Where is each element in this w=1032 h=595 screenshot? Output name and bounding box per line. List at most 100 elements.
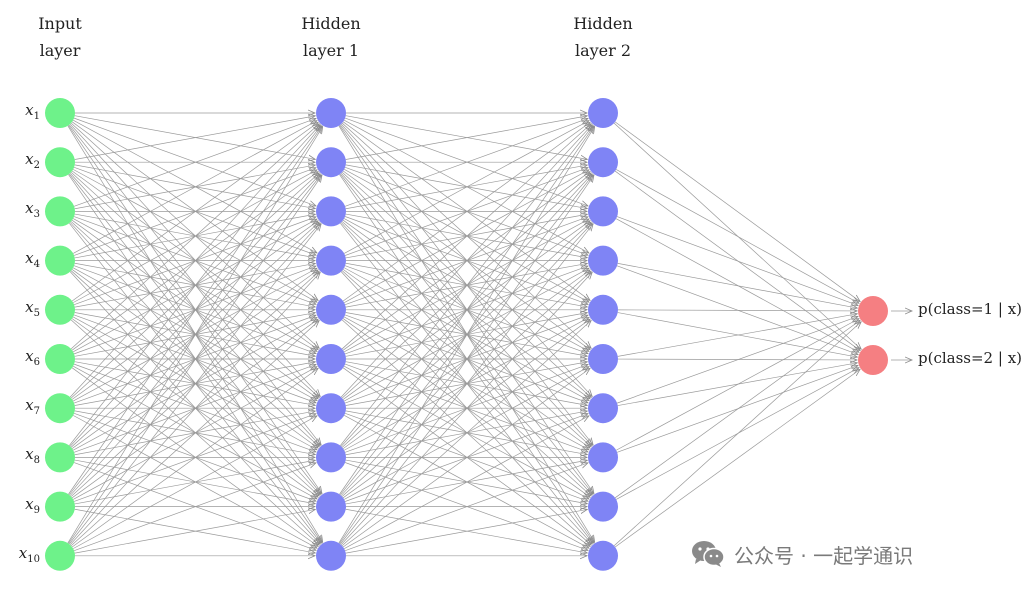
edge-hidden2-5-to-output-1 bbox=[617, 310, 857, 311]
input-neuron-2 bbox=[45, 147, 75, 178]
input-label-10: x10 bbox=[4, 544, 40, 565]
edge-input-5-to-hidden1-1 bbox=[71, 122, 318, 302]
hidden1-neuron-5 bbox=[316, 294, 346, 325]
input-label-subscript: 1 bbox=[33, 111, 40, 122]
edge-hidden1-8-to-hidden2-1 bbox=[340, 126, 593, 446]
edge-input-2-to-hidden1-1 bbox=[74, 116, 315, 160]
hidden1-neuron-7 bbox=[316, 393, 346, 424]
edge-input-10-to-hidden1-3 bbox=[69, 224, 321, 545]
hidden2-neuron-10 bbox=[588, 540, 618, 571]
hidden1-neuron-9 bbox=[316, 491, 346, 522]
hidden1-neuron-8 bbox=[316, 442, 346, 473]
hidden1-neuron-4 bbox=[316, 245, 346, 276]
input-label-base: x bbox=[25, 396, 34, 415]
neurons bbox=[45, 98, 888, 571]
hidden2-neuron-4 bbox=[588, 245, 618, 276]
input-neuron-9 bbox=[45, 491, 75, 522]
input-label-7: x7 bbox=[4, 396, 40, 417]
input-neuron-6 bbox=[45, 344, 75, 374]
hidden2-neuron-2 bbox=[588, 147, 618, 178]
edge-input-10-to-hidden1-1 bbox=[67, 127, 323, 544]
edge-input-10-to-hidden1-2 bbox=[68, 175, 322, 544]
hidden2-neuron-3 bbox=[588, 196, 618, 227]
input-label-3: x3 bbox=[4, 199, 40, 220]
edge-input-10-to-hidden1-5 bbox=[70, 321, 319, 546]
edge-input-10-to-hidden1-7 bbox=[73, 416, 317, 549]
edge-hidden1-10-to-hidden2-5 bbox=[341, 321, 591, 546]
edge-input-8-to-hidden1-1 bbox=[69, 126, 321, 446]
input-label-base: x bbox=[25, 297, 34, 316]
input-label-1: x1 bbox=[4, 101, 40, 122]
hidden2-neuron-5 bbox=[588, 294, 618, 325]
hidden-layer-2-title-line1: Hidden bbox=[573, 14, 633, 33]
watermark-text: 公众号 · 一起学通识 bbox=[734, 543, 914, 568]
edge-hidden1-6-to-hidden2-1 bbox=[341, 124, 591, 350]
connections bbox=[67, 113, 912, 556]
edge-hidden2-10-to-output-2 bbox=[614, 369, 860, 548]
input-label-base: x bbox=[25, 347, 34, 365]
output-neuron-2 bbox=[858, 345, 888, 375]
hidden2-neuron-7 bbox=[588, 393, 618, 424]
edge-hidden1-10-to-hidden2-9 bbox=[345, 509, 587, 554]
input-label-base: x bbox=[25, 101, 34, 119]
input-label-subscript: 5 bbox=[33, 307, 40, 319]
input-label-subscript: 9 bbox=[33, 504, 40, 516]
edge-input-4-to-hidden1-1 bbox=[73, 121, 317, 254]
input-label-base: x bbox=[25, 248, 34, 267]
edge-hidden1-5-to-hidden2-1 bbox=[342, 122, 590, 302]
hidden2-neuron-1 bbox=[588, 98, 618, 128]
edge-input-6-to-hidden1-1 bbox=[70, 124, 319, 350]
input-neuron-1 bbox=[45, 98, 75, 128]
edge-hidden1-9-to-hidden2-1 bbox=[339, 126, 594, 495]
edge-hidden2-1-to-output-1 bbox=[614, 121, 860, 302]
input-label-4: x4 bbox=[4, 249, 40, 270]
hidden-layer-1-title: Hidden layer 1 bbox=[271, 10, 391, 64]
hidden-layer-1-title-line2: layer 1 bbox=[302, 41, 360, 60]
edge-input-10-to-hidden1-4 bbox=[69, 272, 320, 545]
edge-hidden1-10-to-hidden2-7 bbox=[344, 416, 589, 549]
input-label-subscript: 10 bbox=[27, 553, 40, 565]
hidden1-neuron-1 bbox=[316, 98, 346, 128]
input-neuron-8 bbox=[45, 442, 75, 473]
input-label-base: x bbox=[25, 445, 34, 464]
edge-input-7-to-hidden1-1 bbox=[69, 125, 320, 398]
edge-input-10-to-hidden1-8 bbox=[73, 463, 316, 552]
input-label-2: x2 bbox=[4, 150, 40, 171]
edge-hidden2-8-to-output-1 bbox=[616, 319, 859, 451]
wechat-icon bbox=[692, 541, 725, 567]
input-layer-title-line2: layer bbox=[39, 41, 81, 60]
input-label-base: x bbox=[25, 199, 34, 218]
edge-hidden1-10-to-hidden2-1 bbox=[338, 127, 595, 544]
input-label-9: x9 bbox=[4, 495, 40, 516]
edge-hidden2-2-to-output-1 bbox=[615, 169, 859, 303]
input-neuron-7 bbox=[45, 393, 75, 424]
input-label-5: x5 bbox=[4, 298, 40, 319]
hidden2-neuron-9 bbox=[588, 491, 618, 522]
edge-hidden2-6-to-output-1 bbox=[617, 314, 857, 357]
output-label-1: p(class=1 | x) bbox=[918, 300, 1023, 318]
edge-hidden1-10-to-hidden2-3 bbox=[340, 224, 593, 545]
edge-hidden1-3-to-hidden2-1 bbox=[344, 118, 588, 207]
input-label-subscript: 8 bbox=[33, 455, 40, 467]
input-label-subscript: 3 bbox=[33, 209, 40, 221]
output-neuron-1 bbox=[858, 296, 888, 326]
input-neuron-4 bbox=[45, 245, 75, 276]
hidden-layer-1-title-line1: Hidden bbox=[301, 14, 361, 33]
output-label-2: p(class=2 | x) bbox=[918, 349, 1023, 367]
hidden-layer-2-title: Hidden layer 2 bbox=[543, 10, 663, 64]
hidden2-neuron-6 bbox=[588, 344, 618, 374]
hidden1-neuron-2 bbox=[316, 147, 346, 178]
edge-input-9-to-hidden1-1 bbox=[68, 126, 322, 495]
edge-hidden2-9-to-output-1 bbox=[614, 320, 860, 499]
edge-input-10-to-hidden1-6 bbox=[71, 368, 318, 548]
hidden1-neuron-10 bbox=[316, 540, 346, 571]
input-label-base: x bbox=[25, 150, 34, 169]
edge-hidden2-10-to-output-1 bbox=[613, 322, 861, 546]
hidden2-neuron-8 bbox=[588, 442, 618, 473]
input-label-subscript: 6 bbox=[33, 357, 40, 368]
hidden-layer-2-title-line2: layer 2 bbox=[574, 41, 632, 60]
edge-input-3-to-hidden1-1 bbox=[73, 118, 316, 207]
edge-hidden2-3-to-output-1 bbox=[616, 216, 858, 306]
input-label-6: x6 bbox=[4, 347, 40, 368]
